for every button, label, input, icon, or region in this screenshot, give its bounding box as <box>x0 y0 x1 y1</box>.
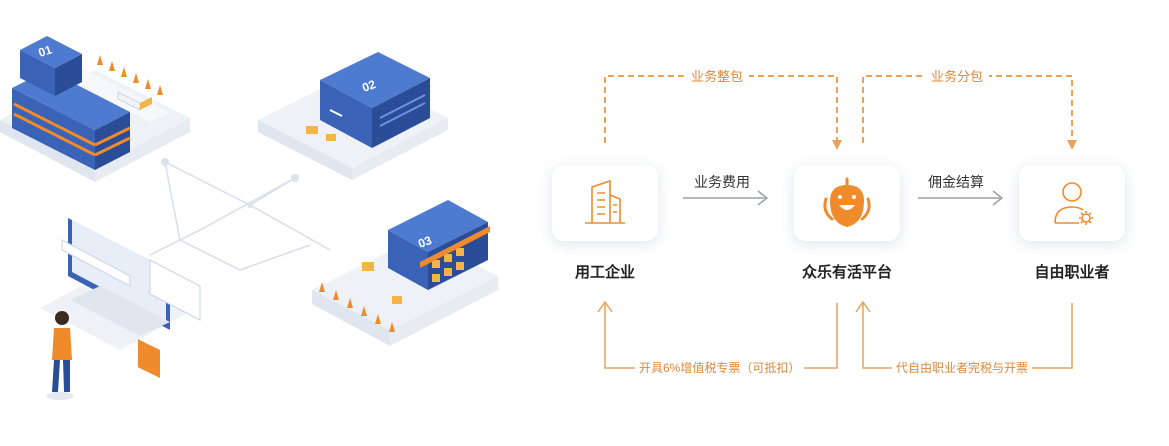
person-figure <box>46 311 74 400</box>
bottom-right-line <box>862 303 1073 369</box>
node-dot <box>291 174 299 182</box>
mid-right-arrow-head <box>992 190 1004 206</box>
label-business-subcontract: 业务分包 <box>925 69 990 85</box>
label-business-package: 业务整包 <box>685 69 750 85</box>
building-02-label: 02 <box>360 77 378 95</box>
building-01-label: 01 <box>37 42 54 60</box>
network-lines <box>149 161 331 271</box>
svg-text:01: 01 <box>37 42 54 60</box>
top-right-arrow-head <box>1067 140 1077 150</box>
platform-logo-icon <box>823 177 871 227</box>
platform-label: 众乐有活平台 <box>801 264 892 281</box>
building-03-label: 03 <box>416 233 434 251</box>
building-icon <box>585 179 625 224</box>
top-left-dashed-line <box>604 75 838 143</box>
freelancer-card <box>1019 165 1125 241</box>
flow-diagram: 业务整包 业务分包 业务费用 佣金结算 开具6%增值税专票（可抵扣） 代自由职业… <box>540 0 1169 446</box>
enterprise-label: 用工企业 <box>574 264 635 281</box>
node-dot <box>161 158 169 166</box>
bottom-left-arrow-head <box>597 300 613 313</box>
logistics-illustration: 01 02 <box>0 36 498 400</box>
label-tax-invoice-service: 代自由职业者完税与开票 <box>892 361 1033 375</box>
top-right-dashed-line <box>862 75 1073 143</box>
label-business-fee: 业务费用 <box>694 174 750 190</box>
bottom-left-line <box>604 303 838 369</box>
building-03-platform: 03 <box>312 200 498 346</box>
label-invoice-vat: 开具6%增值税专票（可抵扣） <box>635 361 805 375</box>
building-01-platform: 01 <box>0 36 190 182</box>
platform-card <box>794 165 900 241</box>
building-02-platform: 02 <box>258 52 448 316</box>
freelancer-label: 自由职业者 <box>1034 264 1110 281</box>
computer-screen <box>40 218 201 379</box>
enterprise-card <box>552 165 658 241</box>
top-left-arrow-head <box>832 140 842 150</box>
bottom-right-arrow-head <box>855 300 871 313</box>
mid-left-arrow-head <box>757 190 769 206</box>
node-dot <box>247 202 253 208</box>
label-commission-settlement: 佣金结算 <box>928 174 984 190</box>
user-settings-icon <box>1054 182 1093 225</box>
